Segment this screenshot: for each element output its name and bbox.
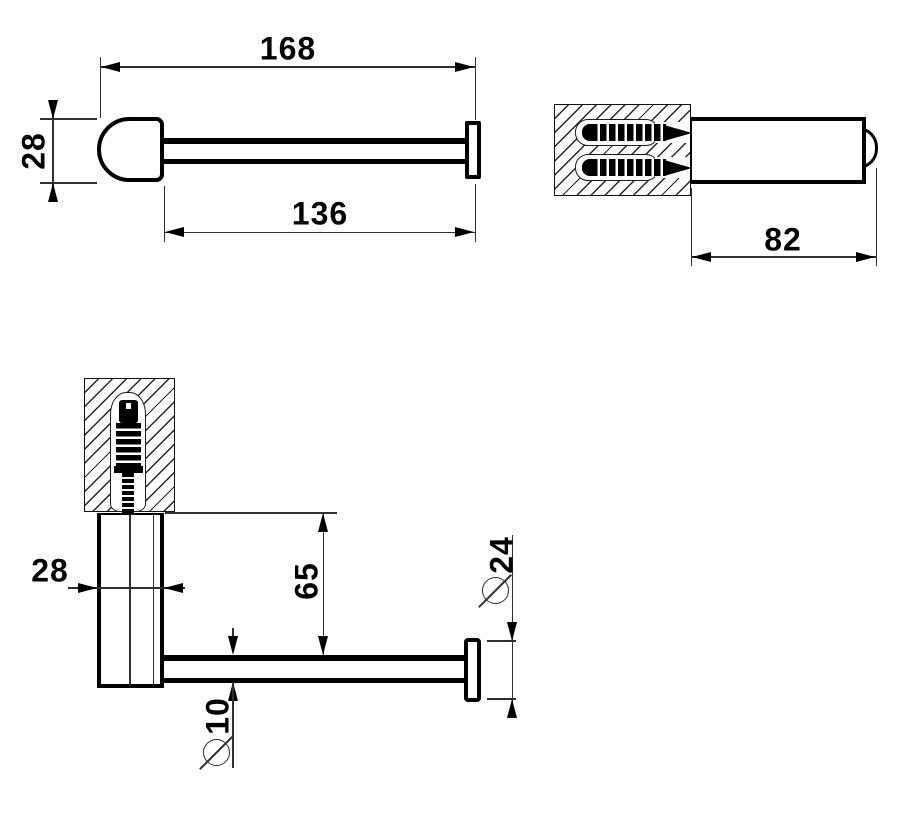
extension-line [99, 57, 102, 118]
anchor-screw-threads [582, 124, 666, 141]
extension-tick [487, 640, 516, 642]
screw-head-notch [126, 403, 131, 409]
extension-line [875, 168, 878, 266]
end-cap-top-view [465, 121, 481, 179]
extension-line [474, 184, 477, 242]
arrowhead-up [507, 699, 518, 718]
anchor-screw-tip [664, 159, 692, 176]
anchor-screw-head [582, 124, 595, 141]
extension-line [690, 188, 693, 266]
extension-tick [487, 698, 516, 700]
dimension-line-28-front [68, 587, 185, 589]
extension-line [40, 182, 97, 184]
dim-label-168: 168 [259, 30, 317, 67]
hanger-bar-bottom-edge [163, 158, 466, 164]
anchor-screw-head [582, 159, 595, 176]
arrowhead-left [101, 62, 120, 72]
dimension-line-65 [322, 513, 325, 655]
dimension-line-28-top [52, 100, 54, 202]
screw-shaft [122, 473, 134, 513]
arrowhead-down [507, 622, 518, 641]
dim-label-28-top: 28 [15, 132, 52, 170]
dimension-stub [232, 628, 234, 638]
anchor-screw-head [119, 400, 138, 423]
anchor-screw-threads [116, 423, 141, 468]
dimension-line-136 [164, 231, 475, 234]
dimension-line-82 [691, 256, 876, 258]
extension-line [165, 512, 337, 514]
arrowhead-down [228, 636, 238, 655]
hanger-bar-top-edge [164, 655, 465, 661]
post-inner-line [129, 515, 131, 686]
extension-line [474, 57, 477, 120]
extension-line [40, 118, 97, 120]
dim-label-d10: 10 [199, 697, 236, 735]
hanger-bar-top-edge [163, 138, 466, 144]
wall-section-side [554, 104, 691, 196]
end-cap-front-view [464, 638, 481, 702]
dim-label-28-front: 28 [31, 552, 69, 589]
arrowhead-up [318, 513, 329, 532]
arrowhead-left [692, 252, 711, 263]
dim-label-d24: 24 [483, 536, 520, 574]
arrowhead-left [165, 227, 184, 238]
dim-label-65: 65 [288, 562, 325, 600]
anchor-screw-threads [582, 159, 666, 176]
arrowhead-left [164, 583, 183, 594]
arrowhead-right [78, 583, 97, 594]
anchor-screw-tip [664, 124, 692, 141]
dim-label-136: 136 [291, 195, 349, 232]
holder-body-side-view [690, 117, 866, 184]
arrowhead-right [856, 252, 875, 263]
dimension-line-d10 [232, 682, 234, 768]
arrowhead-right [455, 62, 474, 72]
arrowhead-up [48, 183, 58, 202]
screw-flange [114, 466, 143, 473]
post-inner-line [152, 515, 155, 686]
extension-line [163, 186, 166, 242]
dimension-line-168 [100, 66, 475, 68]
dim-label-82: 82 [764, 221, 802, 258]
arrowhead-down [318, 636, 329, 655]
diameter-symbol [482, 577, 509, 604]
hanger-bar-bottom-edge [164, 677, 465, 683]
arrowhead-right [455, 227, 474, 238]
mount-body-top-view [97, 117, 164, 182]
arrowhead-down [48, 100, 58, 119]
diameter-symbol [203, 739, 230, 766]
